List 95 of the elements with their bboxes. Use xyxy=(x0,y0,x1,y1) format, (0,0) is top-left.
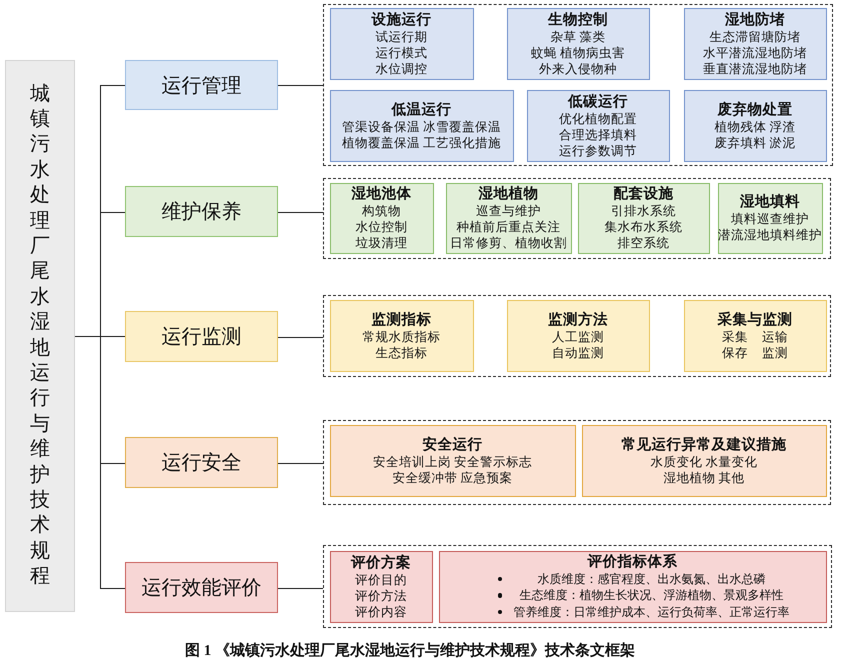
item-text: 人工监测 xyxy=(552,328,604,344)
item-heading: 湿地池体 xyxy=(352,185,412,203)
item-box xyxy=(330,90,514,162)
dashed-frame xyxy=(323,420,831,505)
item-text: 保存 监测 xyxy=(722,344,788,360)
item-text: 生态指标 xyxy=(376,344,428,360)
item-box xyxy=(330,182,434,254)
item-text: 外来入侵物种 xyxy=(539,60,617,76)
item-heading: 低碳运行 xyxy=(568,92,628,110)
item-text: 构筑物 xyxy=(362,203,401,219)
connector-line xyxy=(278,85,324,86)
item-text: 水质变化 水量变化 xyxy=(650,454,758,470)
item-box xyxy=(578,182,710,254)
item-text: 巡查与维护 xyxy=(476,203,541,219)
item-box xyxy=(684,90,826,162)
item-text: 排空系统 xyxy=(618,235,670,251)
item-heading: 常见运行异常及建议措施 xyxy=(622,436,786,454)
connector-line xyxy=(278,463,324,464)
item-text: 水位调控 xyxy=(376,60,428,76)
item-text: 填料巡查维护 xyxy=(731,211,809,227)
item-box xyxy=(330,8,474,80)
caption: 图 1 《城镇污水处理厂尾水湿地运行与维护技术规程》技术条文框架 xyxy=(185,643,635,659)
item-heading: 监测指标 xyxy=(372,310,432,328)
connector-line xyxy=(74,336,126,589)
item-heading: 评价指标体系 xyxy=(588,552,678,571)
bullet-text: 管养维度：日常维护成本、运行负荷率、正常运行率 xyxy=(514,604,790,620)
item-box xyxy=(330,550,432,622)
item-heading: 湿地填料 xyxy=(740,193,800,211)
title-box: 城镇污水处理厂尾水湿地运行与维护技术规程 xyxy=(5,60,75,612)
item-text: 自动监测 xyxy=(552,344,604,360)
item-heading: 低温运行 xyxy=(392,100,452,118)
connector-line xyxy=(278,337,324,338)
item-box xyxy=(506,8,650,80)
dashed-frame xyxy=(323,545,832,628)
item-box xyxy=(684,8,826,80)
item-text: 试运行期 xyxy=(376,28,428,44)
category-box: 运行效能评价 xyxy=(125,562,278,613)
item-text: 蚊蝇 植物病虫害 xyxy=(530,44,626,60)
item-text: 合理选择填料 xyxy=(559,126,637,142)
item-text: 常规水质指标 xyxy=(362,328,440,344)
item-text: 安全培训上岗 安全警示标志 xyxy=(372,454,532,470)
item-text: 植物残体 浮渣 xyxy=(714,118,796,134)
item-text: 管渠设备保温 冰雪覆盖保温 xyxy=(342,118,502,134)
item-heading: 设施运行 xyxy=(372,10,432,28)
item-heading: 采集与监测 xyxy=(718,310,792,328)
dashed-frame xyxy=(323,178,831,259)
item-heading: 生物控制 xyxy=(548,10,608,28)
item-text: 湿地植物 其他 xyxy=(663,470,745,486)
item-text: 种植前后重点关注 xyxy=(456,219,560,235)
bullet-text: 生态维度：植物生长状况、浮游植物、景观多样性 xyxy=(520,587,784,604)
item-box xyxy=(446,182,572,254)
item-heading: 湿地植物 xyxy=(478,185,538,203)
item-text: 杂草 藻类 xyxy=(550,28,606,44)
item-heading: 湿地防堵 xyxy=(725,10,785,28)
connector-line xyxy=(278,212,324,213)
category-box: 运行管理 xyxy=(125,60,278,110)
category-box: 运行安全 xyxy=(125,437,278,488)
item-text: 植物覆盖保温 工艺强化措施 xyxy=(342,134,502,150)
item-box xyxy=(718,182,822,254)
dashed-frame xyxy=(323,4,833,166)
bullet-text: 水质维度：感官程度、出水氨氮、出水总磷 xyxy=(538,570,766,588)
item-box xyxy=(582,424,826,496)
item-heading: 配套设施 xyxy=(614,185,674,203)
connector-line xyxy=(278,588,324,589)
item-box xyxy=(506,300,650,372)
item-box xyxy=(330,424,576,496)
item-text: 废弃填料 淤泥 xyxy=(714,134,796,150)
item-text: 集水布水系统 xyxy=(604,219,682,235)
item-box xyxy=(330,300,474,372)
item-text: 日常修剪、植物收割 xyxy=(450,235,567,251)
item-heading: 监测方法 xyxy=(548,310,608,328)
category-box: 运行监测 xyxy=(125,311,278,362)
item-text: 运行模式 xyxy=(376,44,428,60)
item-box xyxy=(438,550,826,622)
item-box xyxy=(526,90,670,162)
item-text: 评价目的 xyxy=(355,572,407,588)
item-text: 潜流湿地填料维护 xyxy=(718,227,822,243)
item-text: 采集 运输 xyxy=(722,328,788,344)
item-text: 水位控制 xyxy=(356,219,408,235)
item-text: 垃圾清理 xyxy=(356,235,408,251)
item-heading: 安全运行 xyxy=(422,436,482,454)
category-box: 维护保养 xyxy=(125,186,278,237)
dashed-frame xyxy=(323,295,831,377)
item-text: 评价内容 xyxy=(355,604,407,620)
item-text: 安全缓冲带 应急预案 xyxy=(392,470,513,486)
item-text: 优化植物配置 xyxy=(559,110,637,126)
item-text: 引排水系统 xyxy=(611,203,676,219)
item-box xyxy=(684,300,826,372)
item-heading: 评价方案 xyxy=(351,554,411,572)
item-text: 生态滞留塘防堵 xyxy=(710,28,800,44)
item-text: 评价方法 xyxy=(355,588,407,604)
item-text: 垂直潜流湿地防堵 xyxy=(703,60,807,76)
item-text: 水平潜流湿地防堵 xyxy=(703,44,807,60)
item-text: 运行参数调节 xyxy=(559,142,637,158)
item-heading: 废弃物处置 xyxy=(718,100,792,118)
